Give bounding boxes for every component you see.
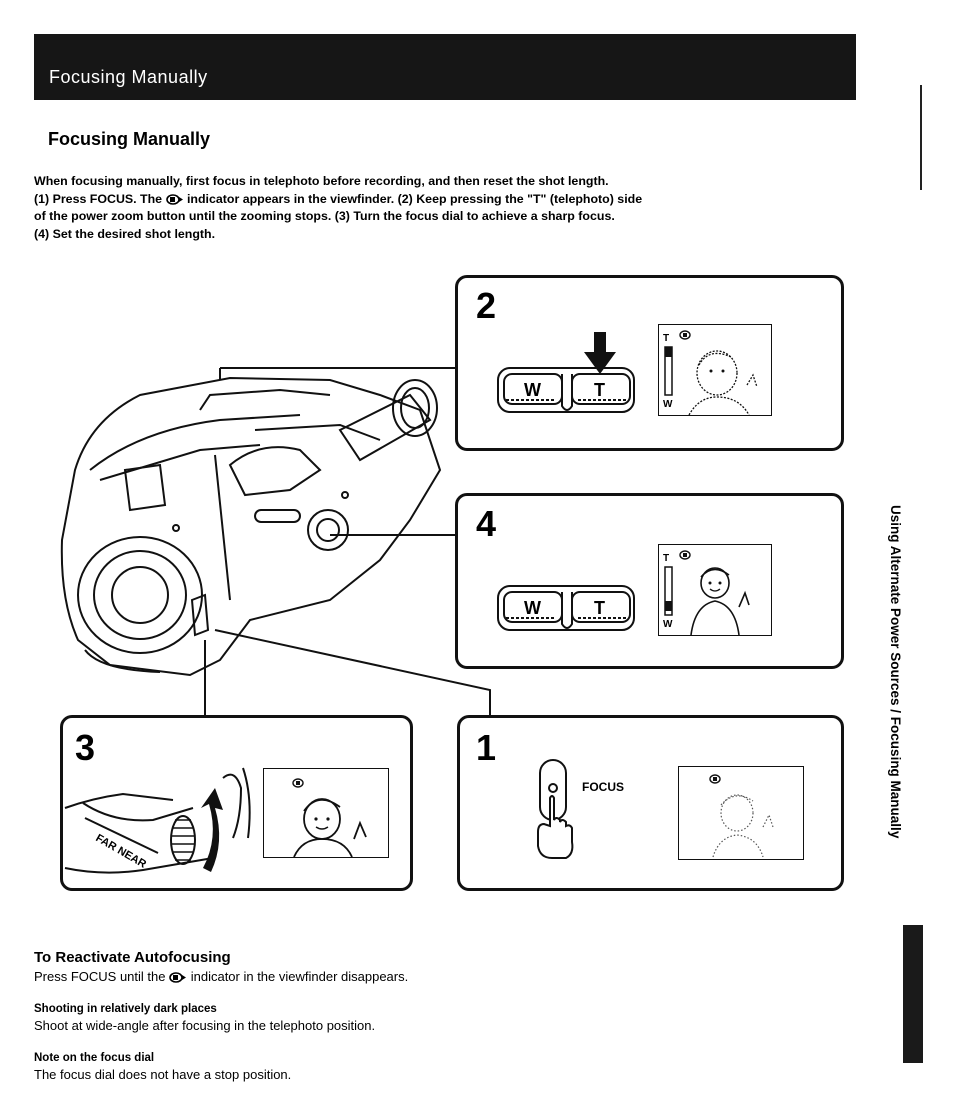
viewfinder-step-1 — [678, 766, 804, 860]
vf-t-label: T — [663, 553, 669, 564]
focus-button-label: FOCUS — [582, 780, 624, 794]
viewfinder-step-3 — [263, 768, 389, 858]
zoom-t-label: T — [594, 598, 605, 618]
chapter-index-mark — [903, 925, 923, 1063]
zoom-lever-neutral: W T — [497, 585, 635, 631]
step-3-number: 3 — [75, 727, 96, 768]
step-4-panel: 4 W T T W — [455, 493, 844, 669]
chapter-side-text: Using Alternate Power Sources / Focusing… — [888, 505, 903, 839]
intro-line-2b: indicator appears in the viewfinder. (2)… — [183, 191, 643, 206]
viewfinder-step-2: T W — [658, 324, 772, 416]
zoom-t-label: T — [594, 380, 605, 400]
step-3-panel: 3 FAR NEAR — [60, 715, 413, 891]
reactivate-text-a: Press FOCUS until the — [34, 969, 170, 984]
zoom-lever-tele: W T — [497, 332, 635, 413]
focus-button-drawing — [537, 759, 574, 859]
viewfinder-image-blurred — [709, 774, 774, 858]
intro-line-2a: (1) Press FOCUS. The — [34, 191, 166, 206]
step-4-number: 4 — [476, 503, 497, 544]
viewfinder-image-tele: T W — [663, 330, 758, 415]
dark-places-heading: Shooting in relatively dark places — [34, 1003, 217, 1015]
step-1-panel: 1 FOCUS — [457, 715, 844, 891]
chapter-side-tab: Using Alternate Power Sources / Focusing… — [880, 505, 920, 915]
hand-pointer-icon — [537, 795, 574, 859]
viewfinder-image-focused — [292, 778, 367, 857]
zoom-w-label: W — [524, 598, 541, 618]
dial-text: FAR NEAR — [94, 832, 149, 871]
step-2-panel: 2 W T T W — [455, 275, 844, 451]
header-title: Focusing Manually — [49, 67, 208, 87]
vf-w-label: W — [663, 619, 673, 630]
page-header-banner: Focusing Manually — [34, 34, 856, 100]
down-arrow-icon — [584, 332, 616, 374]
focus-dial-note-text: The focus dial does not have a stop posi… — [34, 1067, 292, 1082]
reactivate-text: Press FOCUS until the indicator in the v… — [34, 969, 408, 984]
focus-dial — [170, 815, 196, 865]
reactivate-text-b: indicator in the viewfinder disappears. — [187, 969, 409, 984]
viewfinder-image-wide: T W — [663, 550, 750, 635]
manual-focus-indicator-icon — [165, 193, 183, 205]
vf-t-label: T — [663, 333, 669, 344]
intro-line-1: When focusing manually, first focus in t… — [34, 174, 609, 188]
vf-w-label: W — [663, 399, 673, 410]
dark-places-text: Shoot at wide-angle after focusing in th… — [34, 1018, 376, 1033]
margin-rule — [920, 85, 922, 190]
step-1-number: 1 — [476, 727, 497, 768]
zoom-w-label: W — [524, 380, 541, 400]
viewfinder-step-4: T W — [658, 544, 772, 636]
focus-dial-note-heading: Note on the focus dial — [34, 1052, 155, 1064]
section-title: Focusing Manually — [48, 129, 211, 149]
step-2-number: 2 — [476, 285, 497, 326]
intro-line-2: (1) Press FOCUS. The indicator appears i… — [34, 191, 854, 209]
intro-paragraph: When focusing manually, first focus in t… — [34, 173, 854, 243]
reactivate-heading: To Reactivate Autofocusing — [34, 949, 231, 966]
focus-dial-drawing: FAR NEAR — [64, 767, 251, 874]
intro-line-4: (4) Set the desired shot length. — [34, 226, 216, 241]
manual-focus-indicator-icon — [169, 972, 187, 983]
intro-line-3: of the power zoom button until the zoomi… — [34, 209, 615, 223]
rotate-arrow-icon — [201, 788, 223, 872]
